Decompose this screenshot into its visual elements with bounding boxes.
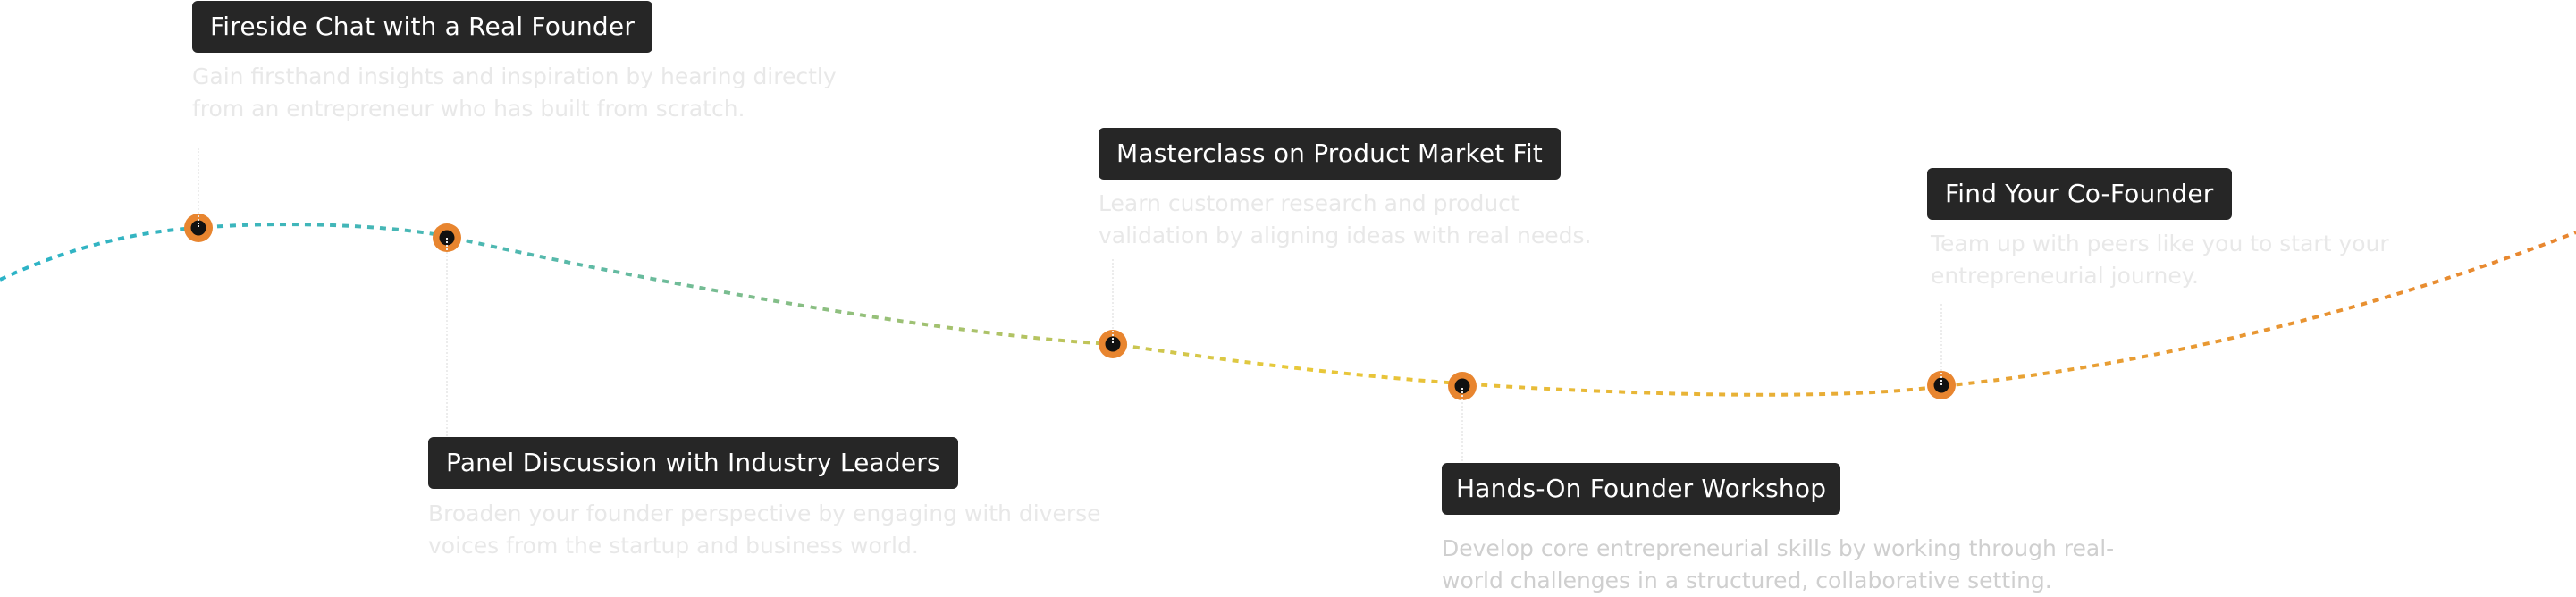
node-dot [1454,378,1470,394]
description-line: validation by aligning ideas with real n… [1099,223,1592,248]
description-line: from an entrepreneur who has built from … [192,96,745,122]
node-dot [1933,377,1949,393]
description-line: Learn customer research and product [1099,190,1520,216]
node-dot [1105,336,1121,352]
event-title-fireside-chat: Fireside Chat with a Real Founder [192,1,653,53]
description-line: voices from the startup and business wor… [428,533,919,559]
event-title-find-cofounder: Find Your Co-Founder [1927,168,2232,220]
timeline-node [1099,330,1127,358]
timeline-curve [0,223,2576,397]
event-description-panel-discussion: Broaden your founder perspective by enga… [428,498,1101,562]
event-title-founder-workshop: Hands-On Founder Workshop [1442,463,1841,515]
description-line: Team up with peers like you to start you… [1931,231,2389,256]
description-line: Develop core entrepreneurial skills by w… [1442,535,2115,561]
description-line: entrepreneurial journey. [1931,263,2199,289]
event-title-masterclass: Masterclass on Product Market Fit [1099,128,1561,180]
connector-panel [446,238,448,436]
description-line: world challenges in a structured, collab… [1442,568,2052,593]
event-description-masterclass: Learn customer research and product vali… [1099,188,1591,252]
event-description-founder-workshop: Develop core entrepreneurial skills by w… [1442,533,2114,597]
connector-masterclass [1112,259,1114,343]
connector-cofounder [1940,304,1942,385]
connector-fireside [198,148,199,227]
timeline-node [184,214,213,242]
event-description-fireside-chat: Gain firsthand insights and inspiration … [192,61,837,125]
connector-workshop [1461,388,1463,461]
timeline-node [1927,371,1956,399]
event-title-panel-discussion: Panel Discussion with Industry Leaders [428,437,958,489]
timeline-node [1448,372,1477,400]
description-line: Gain firsthand insights and inspiration … [192,63,837,89]
description-line: Broaden your founder perspective by enga… [428,500,1101,526]
node-dot [190,220,206,236]
event-description-find-cofounder: Team up with peers like you to start you… [1931,228,2389,292]
